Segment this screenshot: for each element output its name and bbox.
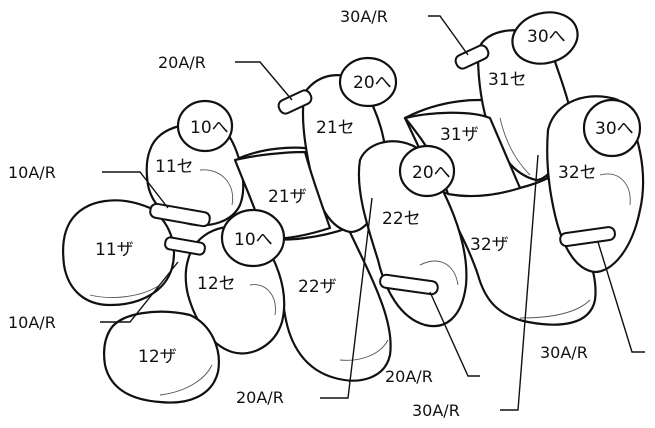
armrest-20-top-shape — [277, 89, 313, 115]
label-32-seat: 32セ — [558, 163, 597, 183]
label-12-seat: 12セ — [197, 274, 236, 294]
label-22-cushion: 22ザ — [298, 277, 337, 297]
callout-labels: 10A/R 10A/R 20A/R 20A/R 20A/R 30A/R 30A/… — [8, 7, 588, 420]
part-labels: 10へ 11セ 11ザ 10へ 12セ 12ザ 20へ 21セ 21ザ 20へ … — [95, 27, 634, 367]
callout-20-top: 20A/R — [158, 53, 206, 72]
headrest-20-top-shape — [338, 56, 398, 108]
headrest-30-top-shape — [511, 11, 579, 65]
label-10-bottom: 10へ — [234, 230, 273, 250]
seat-group-row3 — [403, 11, 645, 326]
armrest-10-bottom-shape — [164, 236, 206, 256]
label-20-right: 20へ — [412, 163, 451, 183]
label-11-seat: 11セ — [155, 157, 194, 177]
label-22-seat: 22セ — [382, 209, 421, 229]
cushion-22-shape — [263, 226, 392, 382]
cushion-11-shape — [62, 199, 176, 307]
label-11-cushion: 11ザ — [95, 240, 134, 260]
label-30-top: 30へ — [527, 27, 566, 47]
callout-30-bottom: 30A/R — [412, 401, 460, 420]
armrest-10-top-shape — [149, 202, 211, 228]
cushion-12-shape — [102, 310, 220, 404]
callout-30-top: 30A/R — [340, 7, 388, 26]
label-31-seat: 31セ — [488, 70, 527, 90]
armrest-20-bottom-shape — [379, 273, 439, 296]
callout-10-bottom: 10A/R — [8, 313, 56, 332]
armrest-30-top-shape — [454, 44, 490, 70]
callout-30-right: 30A/R — [540, 343, 588, 362]
callout-20-bottom: 20A/R — [236, 388, 284, 407]
seat-group-row1 — [62, 99, 332, 404]
label-32-cushion: 32ザ — [470, 235, 509, 255]
armrest-30-right-shape — [559, 226, 616, 248]
label-12-cushion: 12ザ — [138, 347, 177, 367]
label-20-top: 20へ — [353, 73, 392, 93]
callout-20-right: 20A/R — [385, 367, 433, 386]
callout-10-top: 10A/R — [8, 163, 56, 182]
headrest-20-right-shape — [398, 144, 456, 198]
headrest-10-bottom-shape — [220, 208, 286, 268]
label-10-top: 10へ — [190, 118, 229, 138]
headrest-10-top-shape — [176, 99, 234, 153]
label-30-right: 30へ — [595, 119, 634, 139]
leader-lines — [100, 15, 645, 411]
label-31-cushion: 31ザ — [440, 125, 479, 145]
label-21-cushion: 21ザ — [268, 187, 307, 207]
headrest-30-right-shape — [582, 98, 642, 158]
label-21-seat: 21セ — [316, 118, 355, 138]
